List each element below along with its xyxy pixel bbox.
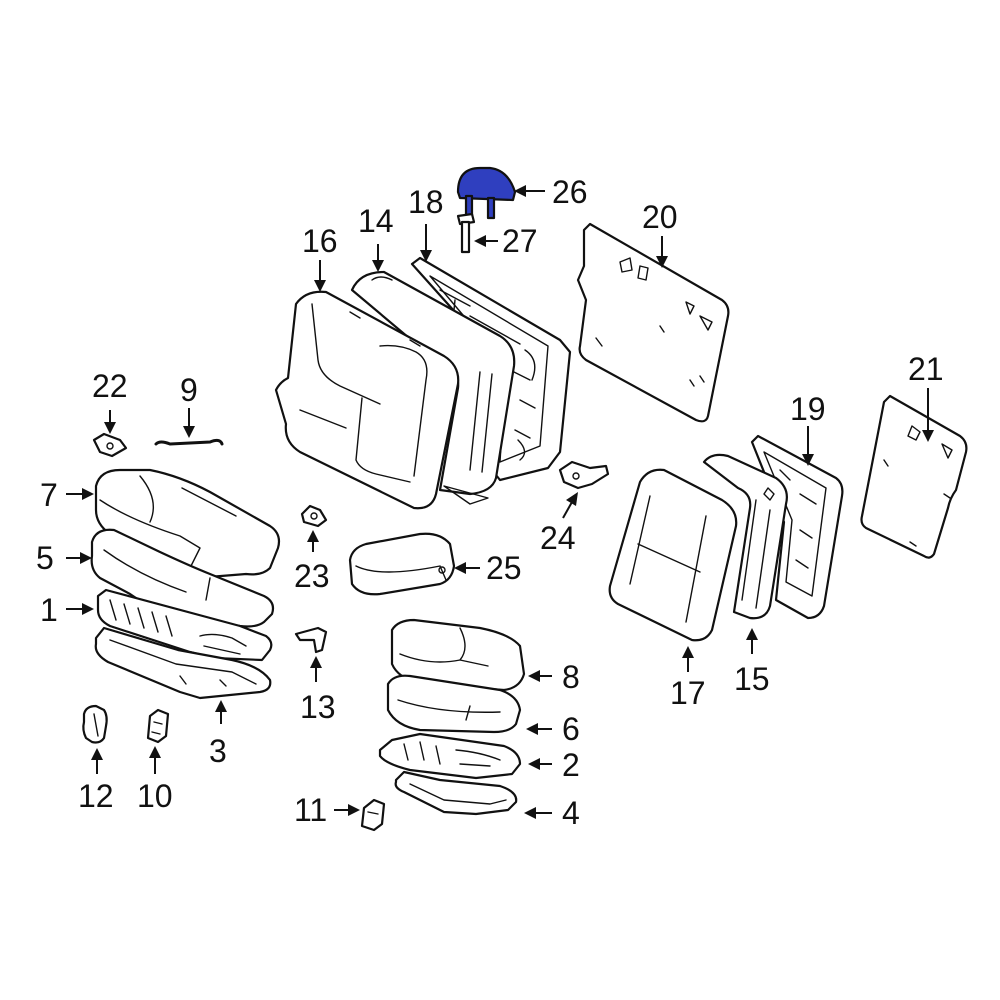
part-15-seatback-pad-right[interactable] (702, 453, 788, 620)
part-10-bracket[interactable] (146, 708, 170, 744)
callout-21: 21 (908, 351, 944, 387)
part-27-headrest-guide[interactable] (456, 212, 476, 254)
callout-7: 7 (40, 477, 58, 513)
part-5-cushion-pad[interactable] (90, 528, 275, 628)
callout-2: 2 (562, 747, 580, 783)
callout-15: 15 (734, 661, 770, 697)
callout-16: 16 (302, 223, 338, 259)
part-17-seatback-cover-right[interactable] (608, 468, 738, 642)
part-6-cushion-pad-center[interactable] (386, 674, 522, 734)
callout-11: 11 (294, 792, 327, 828)
part-2-cushion-frame-center[interactable] (378, 732, 522, 780)
callout-3: 3 (209, 733, 227, 769)
callout-14: 14 (358, 203, 394, 239)
callout-26: 26 (552, 174, 588, 210)
callout-4: 4 (562, 795, 580, 831)
part-22-clip[interactable] (92, 432, 128, 458)
callout-5: 5 (36, 540, 54, 576)
part-3-cushion-base[interactable] (94, 626, 272, 700)
part-24-latch[interactable] (558, 460, 610, 490)
callout-19: 19 (790, 391, 826, 427)
part-26-headrest[interactable] (456, 166, 517, 220)
callout-17: 17 (670, 675, 706, 711)
part-12-trim-cover[interactable] (82, 704, 108, 744)
part-9-wire[interactable] (154, 438, 224, 446)
callout-18: 18 (408, 184, 444, 220)
callout-13: 13 (300, 689, 336, 725)
callout-6: 6 (562, 711, 580, 747)
part-25-armrest[interactable] (348, 532, 456, 596)
callout-22: 22 (92, 368, 128, 404)
callout-23: 23 (294, 558, 330, 594)
part-20-back-board[interactable] (576, 222, 730, 423)
callout-20: 20 (642, 199, 678, 235)
callout-25: 25 (486, 550, 522, 586)
callout-27: 27 (502, 223, 538, 259)
callout-labels: 1 2 3 4 5 6 7 8 9 10 11 12 13 14 15 16 1… (36, 174, 944, 831)
part-11-bracket[interactable] (360, 798, 386, 832)
callout-12: 12 (78, 778, 114, 814)
part-16-seatback-cover[interactable] (274, 290, 460, 510)
part-1-cushion-frame[interactable] (96, 588, 273, 662)
callout-10: 10 (137, 778, 173, 814)
callout-9: 9 (180, 372, 198, 408)
leader-arrows (66, 185, 934, 819)
part-23-clip[interactable] (300, 504, 328, 528)
part-21-back-board-small[interactable] (860, 394, 968, 559)
callout-1: 1 (40, 592, 58, 628)
part-13-hook[interactable] (294, 626, 328, 654)
callout-24: 24 (540, 520, 576, 556)
callout-8: 8 (562, 659, 580, 695)
part-4-cushion-base-center[interactable] (394, 770, 518, 816)
